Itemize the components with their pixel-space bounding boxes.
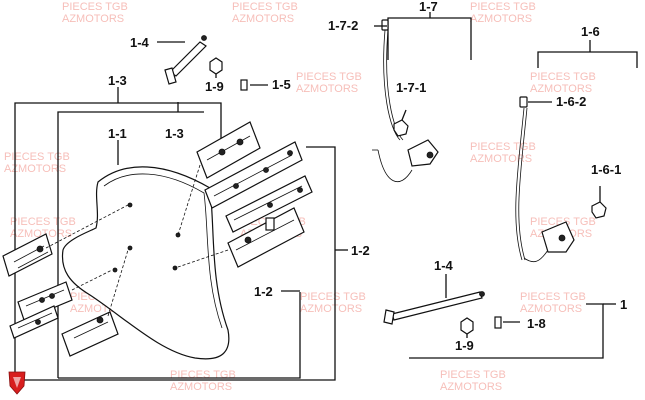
watermark-text: PIECES TGB xyxy=(470,1,536,13)
callout-1-7: 1-7 xyxy=(419,0,438,14)
cable-1-7 xyxy=(372,19,439,182)
callout-1-9-top: 1-9 xyxy=(205,79,224,94)
callout-1-6: 1-6 xyxy=(581,24,600,39)
frame-1-2-inner-bottom xyxy=(58,292,301,379)
callout-1-7-2: 1-7-2 xyxy=(328,18,358,33)
frame-1-6-bracket xyxy=(537,51,638,68)
frame-1-6 xyxy=(537,40,638,68)
watermark-layer: PIECES TGB AZMOTORS PIECES TGB AZMOTORS … xyxy=(4,1,596,393)
watermark-text: PIECES TGB xyxy=(4,151,70,163)
bracket-1-4-bottom xyxy=(383,274,485,325)
watermark-text: PIECES TGB xyxy=(62,1,128,13)
watermark-text: PIECES TGB xyxy=(530,216,596,228)
callout-1-4-bottom: 1-4 xyxy=(434,258,454,273)
nut-1-6-1 xyxy=(591,186,607,219)
screw-plate-right-3 xyxy=(225,175,313,233)
callout-1-9-bottom: 1-9 xyxy=(455,338,474,353)
screw-plate-left-bottom xyxy=(9,305,59,339)
callout-1-7-1: 1-7-1 xyxy=(396,80,426,95)
callout-1-6-2: 1-6-2 xyxy=(556,94,586,109)
watermark-text: AZMOTORS xyxy=(62,13,124,25)
callout-1-5: 1-5 xyxy=(272,77,291,92)
watermark-text: AZMOTORS xyxy=(530,83,592,95)
watermark-text: AZMOTORS xyxy=(300,303,362,315)
callout-1-3-outer: 1-3 xyxy=(108,73,127,88)
frame-1-7 xyxy=(387,12,472,60)
nut-1-7-1 xyxy=(393,109,409,137)
bolt-1-5 xyxy=(240,79,268,91)
watermark-text: AZMOTORS xyxy=(4,163,66,175)
watermark-text: AZMOTORS xyxy=(440,381,502,393)
callout-1-2-right: 1-2 xyxy=(351,243,370,258)
bolt-1-8 xyxy=(494,316,520,329)
watermark-text: PIECES TGB xyxy=(300,291,366,303)
watermark-text: PIECES TGB xyxy=(10,216,76,228)
callout-labels: 1-4 1-9 1-5 1-3 1-1 1-3 1-2 1-2 1-7 1-7-… xyxy=(108,0,627,353)
watermark-text: PIECES TGB xyxy=(296,71,362,83)
callout-1-6-1: 1-6-1 xyxy=(591,162,621,177)
screw-plate-left-middle xyxy=(17,269,113,321)
watermark-text: PIECES TGB xyxy=(470,141,536,153)
frame-1-2-outer xyxy=(15,146,336,381)
bracket-1-4-top xyxy=(157,35,207,85)
callout-1-3-inner: 1-3 xyxy=(165,126,184,141)
callout-1: 1 xyxy=(620,297,627,312)
screw-plate-right-4 xyxy=(174,207,305,269)
watermark-text: AZMOTORS xyxy=(520,303,582,315)
callout-1-1: 1-1 xyxy=(108,126,127,141)
watermark-text: PIECES TGB xyxy=(440,369,506,381)
frame-1-7-bracket xyxy=(387,17,472,60)
watermark-text: PIECES TGB xyxy=(520,291,586,303)
watermark-text: AZMOTORS xyxy=(232,13,294,25)
watermark-text: AZMOTORS xyxy=(10,228,72,240)
nut-1-9-bottom xyxy=(460,317,474,338)
screw-plate-right-2 xyxy=(204,141,303,209)
azmotors-shield-logo xyxy=(8,371,26,395)
screw-plate-left-top xyxy=(2,204,129,277)
watermark-text: PIECES TGB xyxy=(232,1,298,13)
watermark-text: AZMOTORS xyxy=(170,381,232,393)
watermark-text: PIECES TGB xyxy=(170,369,236,381)
watermark-text: AZMOTORS xyxy=(470,13,532,25)
frame-1 xyxy=(409,303,616,359)
watermark-text: PIECES TGB xyxy=(530,71,596,83)
frame-1-bracket xyxy=(409,303,604,359)
callout-1-8: 1-8 xyxy=(527,316,546,331)
nut-1-9-top xyxy=(209,57,223,78)
callout-1-4-top: 1-4 xyxy=(130,35,150,50)
callout-1-2-mid: 1-2 xyxy=(254,284,273,299)
screw-plate-right-1 xyxy=(177,121,261,236)
watermark-text: AZMOTORS xyxy=(296,83,358,95)
watermark-text: AZMOTORS xyxy=(470,153,532,165)
cable-1-6 xyxy=(515,96,575,263)
screw-plate-bottom xyxy=(61,249,129,357)
